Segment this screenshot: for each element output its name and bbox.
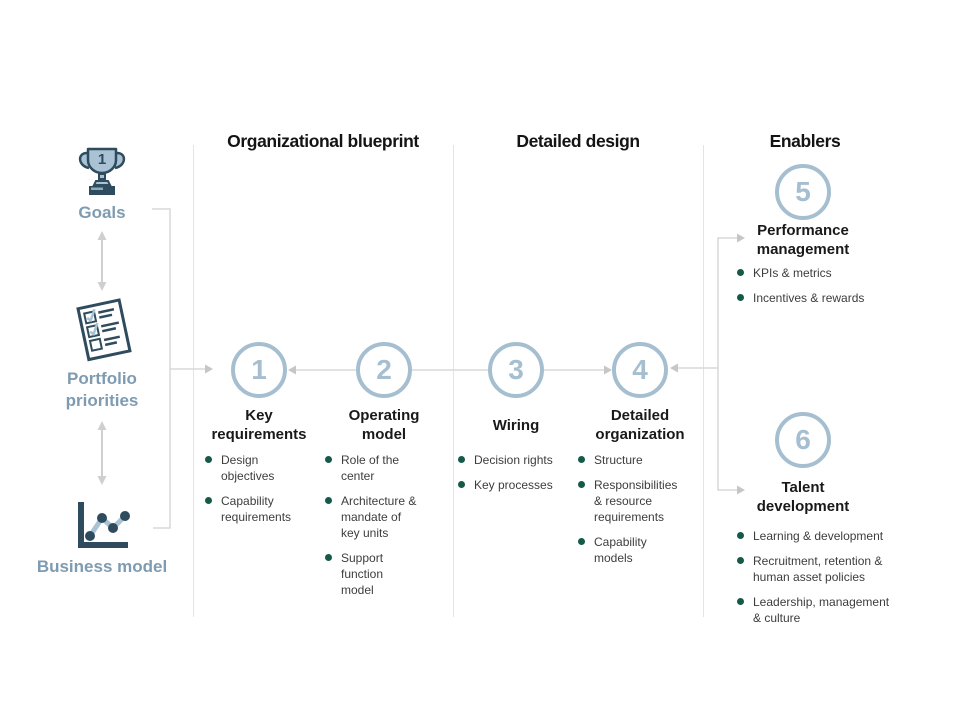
checklist-icon — [76, 298, 132, 362]
step-title-detailed-organization: Detailed organization — [595, 407, 685, 443]
trophy-badge-number: 1 — [98, 151, 106, 168]
bullet-text: Role of the center — [341, 453, 400, 483]
bullet-text: Capability models — [594, 535, 647, 565]
bullet-item: KPIs & metrics — [737, 265, 907, 281]
bullet-dot — [325, 456, 332, 463]
step-1-bullets: Design objectives Capability requirement… — [205, 452, 292, 534]
step-number: 1 — [251, 354, 267, 385]
step-circle-3: 3 — [488, 342, 544, 398]
bullet-item: Recruitment, retention & human asset pol… — [737, 553, 892, 585]
step-title-talent-development: Talent development — [756, 479, 850, 515]
bullet-dot — [458, 456, 465, 463]
step-number: 3 — [508, 354, 524, 385]
step-circle-6: 6 — [775, 412, 831, 468]
bullet-text: Incentives & rewards — [753, 291, 865, 305]
step-number: 2 — [376, 354, 392, 385]
bullet-item: Decision rights — [458, 452, 578, 468]
column-divider — [703, 145, 704, 617]
rail-label-goals: Goals — [78, 203, 126, 222]
bullet-dot — [737, 598, 744, 605]
bullet-text: Key processes — [474, 478, 553, 492]
step-circle-4: 4 — [612, 342, 668, 398]
step-number: 6 — [795, 424, 811, 455]
double-arrow-icon — [97, 421, 107, 485]
step-circle-1: 1 — [231, 342, 287, 398]
bullet-text: Responsibilities & resource requirements — [594, 478, 678, 524]
section-header-organizational-blueprint: Organizational blueprint — [227, 131, 419, 151]
bullet-text: Capability requirements — [221, 494, 292, 524]
bullet-dot — [325, 554, 332, 561]
bullet-item: Role of the center — [325, 452, 419, 484]
bullet-dot — [578, 456, 585, 463]
bullet-item: Learning & development — [737, 528, 892, 544]
bullet-text: Architecture & mandate of key units — [341, 494, 417, 540]
bullet-item: Leadership, management & culture — [737, 594, 892, 626]
section-header-detailed-design: Detailed design — [516, 131, 640, 151]
rail-label-portfolio-priorities: Portfolio priorities — [65, 369, 139, 410]
step-title-operating-model: Operating model — [348, 407, 420, 443]
bullet-item: Responsibilities & resource requirements — [578, 477, 678, 525]
bullet-dot — [325, 497, 332, 504]
bullet-dot — [205, 456, 212, 463]
bullet-text: Support function model — [341, 551, 384, 597]
step-title-wiring: Wiring — [492, 417, 540, 434]
bullet-item: Key processes — [458, 477, 578, 493]
step-4-bullets: Structure Responsibilities & resource re… — [578, 452, 678, 575]
step-title-key-requirements: Key requirements — [211, 407, 307, 443]
step-title-performance-management: Performance management — [756, 222, 850, 258]
bullet-item: Support function model — [325, 550, 419, 598]
bullet-dot — [205, 497, 212, 504]
bullet-dot — [578, 538, 585, 545]
bullet-item: Design objectives — [205, 452, 289, 484]
step-circle-2: 2 — [356, 342, 412, 398]
bullet-item: Capability requirements — [205, 493, 292, 525]
step-number: 4 — [632, 354, 648, 385]
step-6-bullets: Learning & development Recruitment, rete… — [737, 528, 892, 635]
line-chart-icon — [78, 502, 130, 548]
bullet-text: Decision rights — [474, 453, 553, 467]
bullet-dot — [737, 532, 744, 539]
bullet-text: KPIs & metrics — [753, 266, 832, 280]
bullet-item: Incentives & rewards — [737, 290, 907, 306]
bullet-dot — [737, 294, 744, 301]
bullet-dot — [737, 557, 744, 564]
bullet-dot — [737, 269, 744, 276]
step-5-bullets: KPIs & metrics Incentives & rewards — [737, 265, 907, 315]
bullet-dot — [458, 481, 465, 488]
bullet-item: Architecture & mandate of key units — [325, 493, 419, 541]
bullet-item: Capability models — [578, 534, 678, 566]
double-arrow-icon — [97, 231, 107, 291]
step-2-bullets: Role of the center Architecture & mandat… — [325, 452, 419, 607]
section-header-enablers: Enablers — [769, 131, 841, 151]
bullet-text: Recruitment, retention & human asset pol… — [753, 554, 883, 584]
bullet-text: Learning & development — [753, 529, 884, 543]
column-divider — [193, 145, 194, 617]
rail-label-business-model: Business model — [36, 557, 168, 576]
bullet-dot — [578, 481, 585, 488]
column-divider — [453, 145, 454, 617]
bullet-text: Structure — [594, 453, 643, 467]
step-circle-5: 5 — [775, 164, 831, 220]
bullet-text: Design objectives — [221, 453, 275, 483]
bullet-item: Structure — [578, 452, 678, 468]
step-3-bullets: Decision rights Key processes — [458, 452, 578, 502]
bullet-text: Leadership, management & culture — [753, 595, 890, 625]
step-number: 5 — [795, 176, 811, 207]
trophy-icon: 1 — [78, 147, 126, 195]
